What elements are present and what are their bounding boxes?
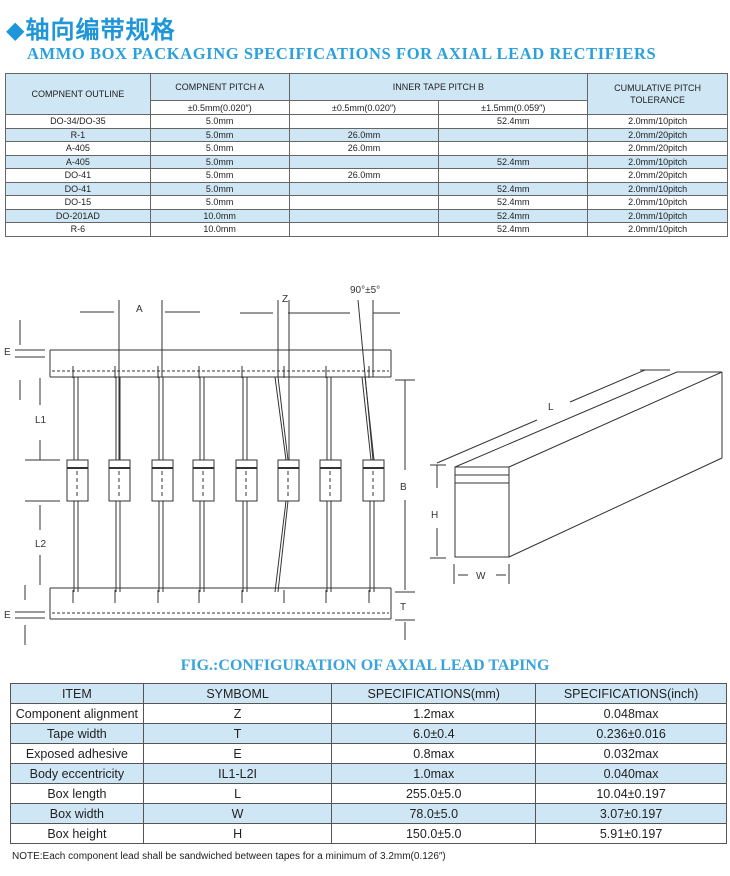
title-chinese: ◆轴向编带规格 [6,15,176,44]
table-cell: 52.4mm [438,154,589,169]
taping-diagram: L H W A Z 90°±5° E L1 L2 B T E [4,285,723,645]
table-cell: 1.2max [331,703,537,724]
label-angle: 90°±5° [350,285,380,296]
table-cell: 0.8max [331,743,537,764]
label-L: L [548,402,554,413]
table-cell: 52.4mm [438,181,589,196]
table-cell: 2.0mm/20pitch [587,127,728,142]
label-L1: L1 [35,415,47,426]
table-cell: 26.0mm [288,127,440,142]
table-cell: E [142,743,333,764]
column-header: ITEM [10,683,144,704]
table-cell: Exposed adhesive [10,743,144,764]
table-cell: W [142,803,333,824]
table-cell: Z [142,703,333,724]
label-H: H [431,510,438,521]
table-cell: 0.032max [535,743,727,764]
axial-tape-drawing [15,299,415,645]
label-A: A [136,304,143,315]
figure-title: FIG.:CONFIGURATION OF AXIAL LEAD TAPING [180,657,550,674]
table-cell: R-1 [5,127,151,142]
table-cell: Box length [10,783,144,804]
table-cell: 1.0max [331,763,537,784]
label-T: T [400,602,406,613]
table-cell: 0.040max [535,763,727,784]
header-cumulative: CUMULATIVE PITCH TOLERANCE [587,73,728,115]
table-cell: 2.0mm/10pitch [587,222,728,237]
table-cell: 150.0±5.0 [331,823,537,844]
table-cell [438,127,589,142]
table-cell: T [142,723,333,744]
table-cell: 52.4mm [438,208,589,223]
column-header: SPECIFICATIONS(mm) [331,683,537,704]
header-pitch-a-tol: ±0.5mm(0.020″) [149,100,290,115]
header-pitch-b-tol1: ±0.5mm(0.020″) [288,100,440,115]
label-W: W [476,571,486,582]
label-E-bottom: E [4,610,11,621]
table-cell: Box height [10,823,144,844]
title-english: AMMO BOX PACKAGING SPECIFICATIONS FOR AX… [27,44,657,63]
table-cell: 0.236±0.016 [535,723,727,744]
table-cell: 255.0±5.0 [331,783,537,804]
header-pitch-a: COMPNENT PITCH A [149,72,290,102]
table-cell: Box width [10,803,144,824]
column-header: SPECIFICATIONS(inch) [535,683,727,704]
footnote: NOTE:Each component lead shall be sandwi… [12,851,446,862]
label-E-top: E [4,347,11,358]
table-cell: A-405 [5,154,151,169]
header-pitch-b-tol2: ±1.5mm(0.059″) [438,100,589,115]
header-pitch-b: INNER TAPE PITCH B [288,72,589,102]
table-cell: 78.0±5.0 [331,803,537,824]
table-cell: 6.0±0.4 [331,723,537,744]
label-Z: Z [282,294,288,305]
table-cell: Component alignment [10,703,144,724]
table-cell [288,154,440,169]
table-cell: Tape width [10,723,144,744]
column-header: SYMBOML [142,683,333,704]
table-cell: IL1-L2I [142,763,333,784]
label-L2: L2 [35,539,47,550]
table-cell: H [142,823,333,844]
box-drawing [430,369,723,584]
table-cell: 5.0mm [149,154,290,169]
table-cell: 2.0mm/10pitch [587,154,728,169]
table-cell: Body eccentricity [10,763,144,784]
table-cell: 0.048max [535,703,727,724]
table-cell: 2.0mm/10pitch [587,181,728,196]
table-cell: 5.91±0.197 [535,823,727,844]
table-cell: 3.07±0.197 [535,803,727,824]
table-cell: L [142,783,333,804]
header-outline: COMPNENT OUTLINE [5,73,151,115]
ammo-box-spec-table: COMPNENT OUTLINE COMPNENT PITCH A INNER … [5,72,728,237]
table-cell: 10.04±0.197 [535,783,727,804]
label-B: B [400,482,407,493]
table-cell: 10.0mm [149,222,290,237]
